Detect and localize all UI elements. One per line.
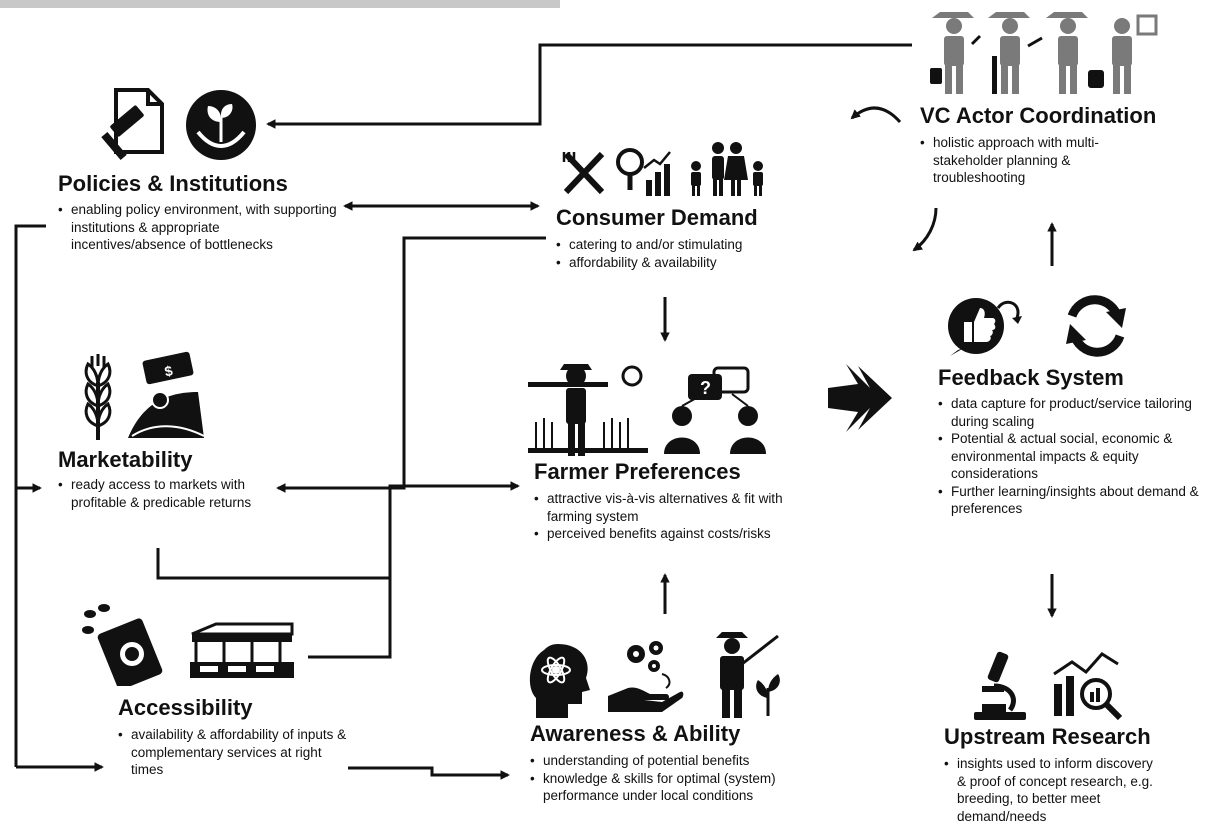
policies-title: Policies & Institutions [58, 171, 288, 196]
feedback-bullet: Potential & actual social, economic & en… [938, 430, 1200, 483]
marketability-bullet: ready access to markets with profitable … [58, 476, 268, 511]
wheat-icon [84, 354, 112, 440]
policies-bullets: enabling policy environment, with suppor… [58, 201, 338, 254]
knowledge-head-icon [529, 644, 590, 718]
market-analysis-icon [616, 148, 671, 196]
awareness-title: Awareness & Ability [530, 721, 741, 746]
arrow-consumer-to-marketability [276, 236, 546, 493]
value-chain-actors-icon [930, 12, 1158, 94]
legal-document-icon [101, 88, 164, 161]
money-harvest-icon: $ [128, 351, 205, 438]
hand-gears-icon [608, 641, 684, 712]
discussion-icon: ? [664, 366, 766, 454]
thumbs-up-bubble-icon [948, 298, 1022, 356]
svg-text:?: ? [700, 378, 711, 398]
family-icon [691, 142, 763, 196]
marketability-title: Marketability [58, 447, 193, 472]
feedback-title: Feedback System [938, 365, 1124, 390]
arrow-accessibility-to-awareness [348, 766, 510, 780]
vc-actor-bullets: holistic approach with multi-stakeholder… [920, 134, 1142, 187]
awareness-bullet: understanding of potential benefits [530, 752, 816, 770]
marketability-bullets: ready access to markets with profitable … [58, 476, 268, 511]
cropped-header [0, 0, 560, 8]
arrow-market-access-to-farmer [156, 486, 518, 659]
feedback-bullet: data capture for product/service tailori… [938, 395, 1200, 430]
svg-text:$: $ [163, 362, 174, 379]
upstream-bullet: insights used to inform discovery & proo… [944, 755, 1162, 825]
feedback-bullets: data capture for product/service tailori… [938, 395, 1200, 518]
data-analysis-icon [1053, 652, 1123, 721]
refresh-cycle-icon [1066, 295, 1126, 357]
farmer-planting-icon [716, 632, 780, 718]
farmer-field-icon [528, 364, 648, 456]
market-stalls-icon [190, 622, 294, 678]
upstream-bullets: insights used to inform discovery & proo… [944, 755, 1162, 825]
vc-actor-bullet: holistic approach with multi-stakeholder… [920, 134, 1142, 187]
accessibility-bullet: availability & affordability of inputs &… [118, 726, 350, 779]
farmer-bullets: attractive vis-à-vis alternatives & fit … [534, 490, 804, 543]
feedback-bullet: Further learning/insights about demand &… [938, 483, 1200, 518]
farmer-bullet: perceived benefits against costs/risks [534, 525, 804, 543]
fork-knife-icon [562, 151, 605, 195]
consumer-bullets: catering to and/or stimulating affordabi… [556, 236, 816, 271]
spine-left [14, 224, 46, 767]
consumer-title: Consumer Demand [556, 205, 758, 230]
curved-arrow-to-vc-loop [850, 106, 902, 124]
farmer-bullet: attractive vis-à-vis alternatives & fit … [534, 490, 804, 525]
converging-arrows-icon [828, 364, 892, 432]
seed-packet-icon [82, 604, 163, 686]
awareness-bullets: understanding of potential benefits know… [530, 752, 816, 805]
policies-bullet: enabling policy environment, with suppor… [58, 201, 338, 254]
accessibility-bullets: availability & affordability of inputs &… [118, 726, 350, 779]
hands-holding-plant-icon [186, 90, 256, 160]
farmer-title: Farmer Preferences [534, 459, 741, 484]
accessibility-title: Accessibility [118, 695, 253, 720]
consumer-bullet: affordability & availability [556, 254, 816, 272]
awareness-bullet: knowledge & skills for optimal (system) … [530, 770, 816, 805]
upstream-title: Upstream Research [944, 724, 1151, 749]
arrow-vc-to-policies [266, 43, 912, 129]
curved-arrow-vc-to-feedback [912, 207, 938, 252]
microscope-icon [974, 651, 1026, 720]
consumer-bullet: catering to and/or stimulating [556, 236, 816, 254]
vc-actor-title: VC Actor Coordination [920, 103, 1157, 128]
